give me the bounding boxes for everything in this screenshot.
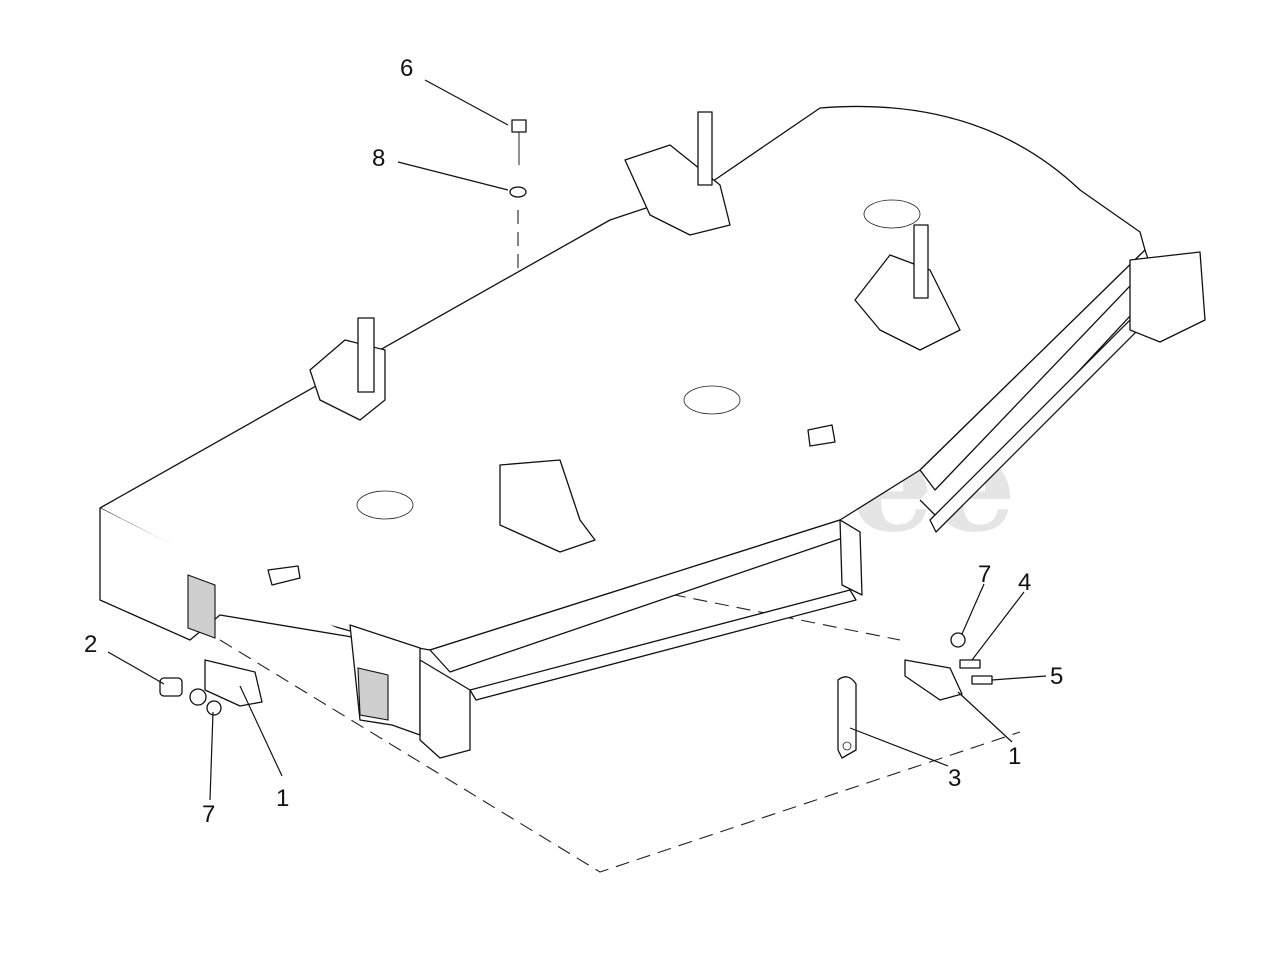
- callout-1-right: 1: [1008, 743, 1021, 770]
- bolt-part-5: [971, 675, 993, 685]
- leader-lines: [107, 79, 1047, 801]
- nut-part-7-right: [950, 632, 966, 648]
- callout-5: 5: [1050, 663, 1063, 690]
- bolt-part-4: [959, 659, 981, 669]
- callout-7-right: 7: [978, 561, 991, 588]
- bolt-part-6: [511, 119, 527, 133]
- callout-8: 8: [372, 145, 385, 172]
- hardware: [159, 119, 993, 759]
- callout-3: 3: [948, 765, 961, 792]
- nut-part-7-left-b: [206, 700, 222, 716]
- bolt-part-2: [159, 677, 183, 697]
- nut-part-7-left-a: [189, 688, 207, 706]
- callout-7-left: 7: [202, 801, 215, 828]
- callout-1-left: 1: [276, 785, 289, 812]
- arm-part-3: [837, 676, 857, 759]
- callouts: 6 8 2 7 1 7 4 5 1 3: [84, 55, 1063, 828]
- callout-4: 4: [1018, 569, 1031, 596]
- link-part-1-right: [904, 659, 963, 701]
- washer-part-8: [509, 186, 527, 198]
- link-part-1-left: [204, 659, 263, 707]
- callout-6: 6: [400, 55, 413, 82]
- mower-deck: [99, 105, 1206, 759]
- callout-2: 2: [84, 631, 97, 658]
